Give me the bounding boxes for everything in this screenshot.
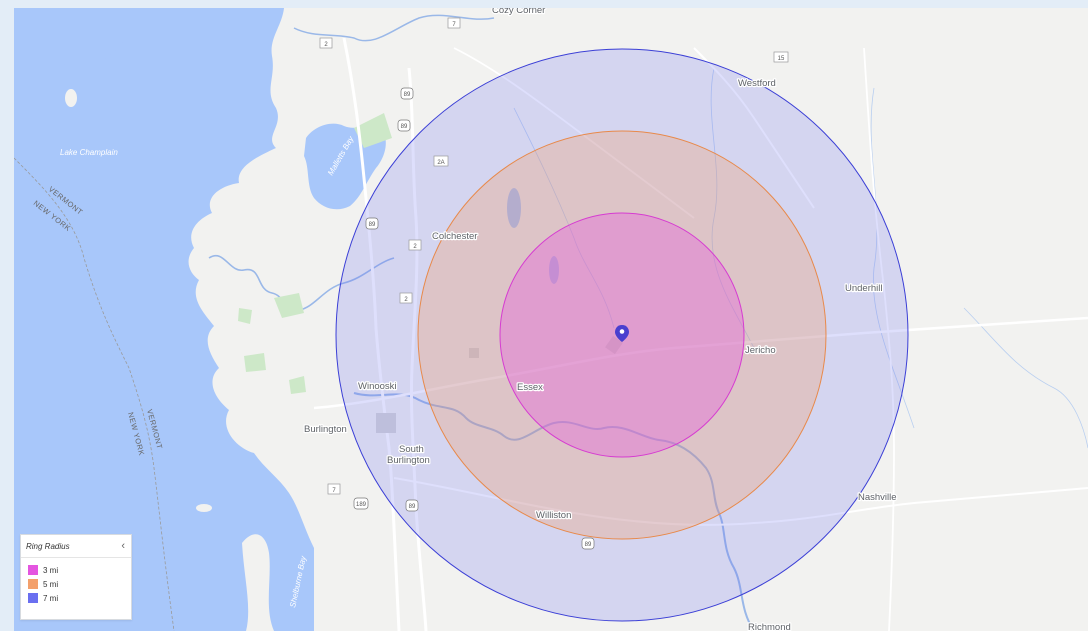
legend-item-5mi: 5 mi [28,577,131,591]
route-7-shield: 7 [447,17,461,29]
svg-text:2A: 2A [437,160,444,166]
route-15-shield: 15 [773,51,789,63]
svg-text:89: 89 [585,542,592,548]
winooski-river [353,392,755,631]
route-2-shield: 2 [408,239,422,251]
ring-radius-legend: Ring Radius ‹ 3 mi 5 mi 7 mi [20,534,132,620]
legend-item-7mi: 7 mi [28,591,131,605]
place-label-south-burlington: South [399,444,424,455]
svg-text:189: 189 [356,502,367,508]
svg-text:89: 89 [409,504,416,510]
legend-title: Ring Radius [26,541,70,551]
place-label-burlington: Burlington [304,424,347,435]
svg-text:15: 15 [778,56,785,62]
park [244,353,266,372]
lake-inlet-north [14,8,154,88]
place-label-colchester: Colchester [432,231,477,242]
roads [313,37,1088,631]
place-label-westford: Westford [738,78,776,89]
route-2-shield: 2 [399,292,413,304]
interstate-89-shield: 89 [400,87,414,100]
shelburne-bay [284,548,310,631]
chevron-left-icon[interactable]: ‹ [121,539,125,552]
shelburne-point [242,534,274,631]
road-shields: 7 2 15 89 89 2A 2 2 89 7 189 89 89 [319,17,789,550]
town-footprint [376,413,396,433]
stream [513,107,615,329]
park [274,293,304,318]
map-canvas[interactable]: 7 2 15 89 89 2A 2 2 89 7 189 89 89 Cozy … [14,8,1088,631]
svg-text:2: 2 [413,244,417,250]
map-svg: 7 2 15 89 89 2A 2 2 89 7 189 89 89 Cozy … [14,8,1088,631]
route-7-shield: 7 [327,483,341,495]
svg-text:89: 89 [369,222,376,228]
river-north [293,14,495,42]
legend-header: Ring Radius ‹ [21,535,131,558]
svg-text:2: 2 [324,42,328,48]
place-label-williston: Williston [536,510,571,521]
park [238,308,252,324]
legend-swatch [28,579,38,589]
place-label-south-burlington: Burlington [387,455,430,466]
town-footprint [605,335,623,355]
park [354,113,392,148]
island [65,89,77,107]
interstate-89-shield: 89 [405,499,419,512]
legend-swatch [28,593,38,603]
stream [710,67,755,349]
legend-item-3mi: 3 mi [28,563,131,577]
legend-item-label: 3 mi [43,565,59,575]
state-border [14,157,175,631]
svg-text:7: 7 [452,22,456,28]
interstate-189-shield: 189 [353,497,369,510]
legend-swatch [28,565,38,575]
place-label-underhill: Underhill [845,283,883,294]
lake [549,256,559,284]
svg-text:2: 2 [404,297,408,303]
legend-list: 3 mi 5 mi 7 mi [21,558,131,605]
town-footprint [469,348,479,358]
park [289,376,306,394]
svg-text:7: 7 [332,488,336,494]
island [196,504,212,512]
stream [963,307,1088,449]
svg-text:89: 89 [404,92,411,98]
legend-item-label: 7 mi [43,593,59,603]
place-label-richmond: Richmond [748,622,791,631]
place-label-winooski: Winooski [358,381,397,392]
interstate-89-shield: 89 [581,537,595,550]
stream [870,87,915,429]
map-pin-icon[interactable] [615,325,629,342]
interstate-89-shield: 89 [397,119,411,132]
route-2-shield: 2 [319,37,333,49]
legend-item-label: 5 mi [43,579,59,589]
place-label-cozy-corner: Cozy Corner [492,8,545,16]
place-label-nashville: Nashville [858,492,897,503]
place-label-jericho: Jericho [745,345,776,356]
interstate-89-shield: 89 [365,217,379,230]
lake [507,188,521,228]
place-label-essex: Essex [517,382,543,393]
route-2a-shield: 2A [433,155,449,167]
lake-champlain [14,8,314,631]
svg-text:89: 89 [401,124,408,130]
water-label-lake-champlain: Lake Champlain [60,148,118,157]
